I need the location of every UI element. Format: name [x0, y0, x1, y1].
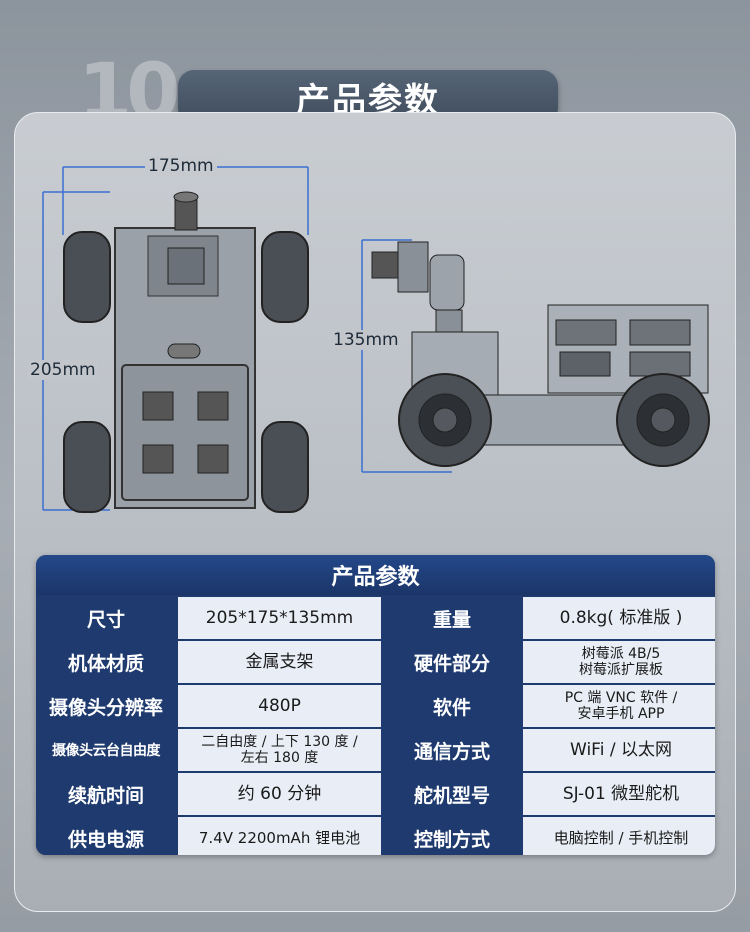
- spec-value: 205*175*135mm: [178, 597, 381, 639]
- spec-table: 产品参数 尺寸 205*175*135mm 重量 0.8kg( 标准版 ) 机体…: [36, 555, 715, 855]
- spec-key: 机体材质: [36, 641, 176, 683]
- robot-diagrams: [42, 166, 710, 513]
- spec-key: 摄像头分辨率: [36, 685, 176, 727]
- spec-key: 软件: [383, 685, 521, 727]
- width-dimension-label: 175mm: [145, 156, 217, 176]
- spec-key: 硬件部分: [383, 641, 521, 683]
- spec-value: 树莓派 4B/5 树莓派扩展板: [523, 641, 715, 683]
- spec-value: 二自由度 / 上下 130 度 / 左右 180 度: [178, 729, 381, 771]
- spec-value: SJ-01 微型舵机: [523, 773, 715, 815]
- spec-key: 续航时间: [36, 773, 176, 815]
- spec-key: 尺寸: [36, 597, 176, 639]
- spec-table-title: 产品参数: [36, 555, 715, 595]
- spec-key: 重量: [383, 597, 521, 639]
- spec-value: WiFi / 以太网: [523, 729, 715, 771]
- spec-value: 金属支架: [178, 641, 381, 683]
- spec-value: 480P: [178, 685, 381, 727]
- spec-key: 供电电源: [36, 817, 176, 855]
- spec-grid: 尺寸 205*175*135mm 重量 0.8kg( 标准版 ) 机体材质 金属…: [36, 595, 715, 855]
- spec-key: 控制方式: [383, 817, 521, 855]
- spec-value: 7.4V 2200mAh 锂电池: [178, 817, 381, 855]
- spec-key: 摄像头云台自由度: [36, 729, 176, 771]
- spec-value: 电脑控制 / 手机控制: [523, 817, 715, 855]
- robot-top-view-image: [42, 166, 309, 513]
- spec-value: 0.8kg( 标准版 ): [523, 597, 715, 639]
- spec-value: 约 60 分钟: [178, 773, 381, 815]
- length-dimension-label: 205mm: [28, 360, 98, 380]
- height-dimension-label: 135mm: [330, 330, 402, 350]
- spec-value: PC 端 VNC 软件 / 安卓手机 APP: [523, 685, 715, 727]
- robot-side-view-image: [361, 239, 710, 473]
- spec-key: 通信方式: [383, 729, 521, 771]
- spec-key: 舵机型号: [383, 773, 521, 815]
